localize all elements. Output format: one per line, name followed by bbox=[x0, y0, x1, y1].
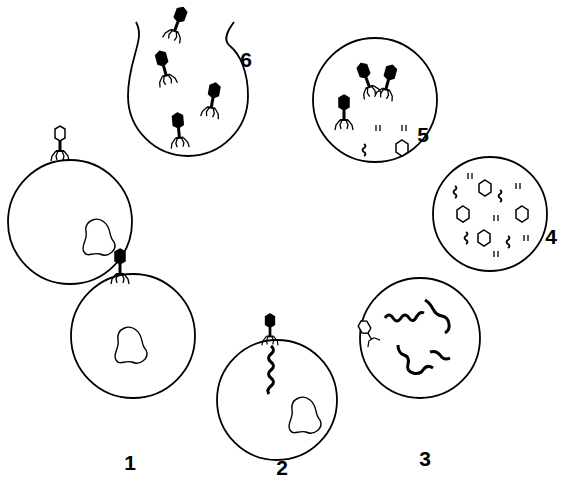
callout-number: 3 bbox=[419, 448, 431, 469]
callout-number: 2 bbox=[276, 457, 288, 478]
callout-number: 4 bbox=[545, 226, 557, 247]
callout-number: 6 bbox=[240, 49, 252, 70]
callout-number: 1 bbox=[124, 452, 136, 473]
callout-number: 5 bbox=[417, 124, 429, 145]
